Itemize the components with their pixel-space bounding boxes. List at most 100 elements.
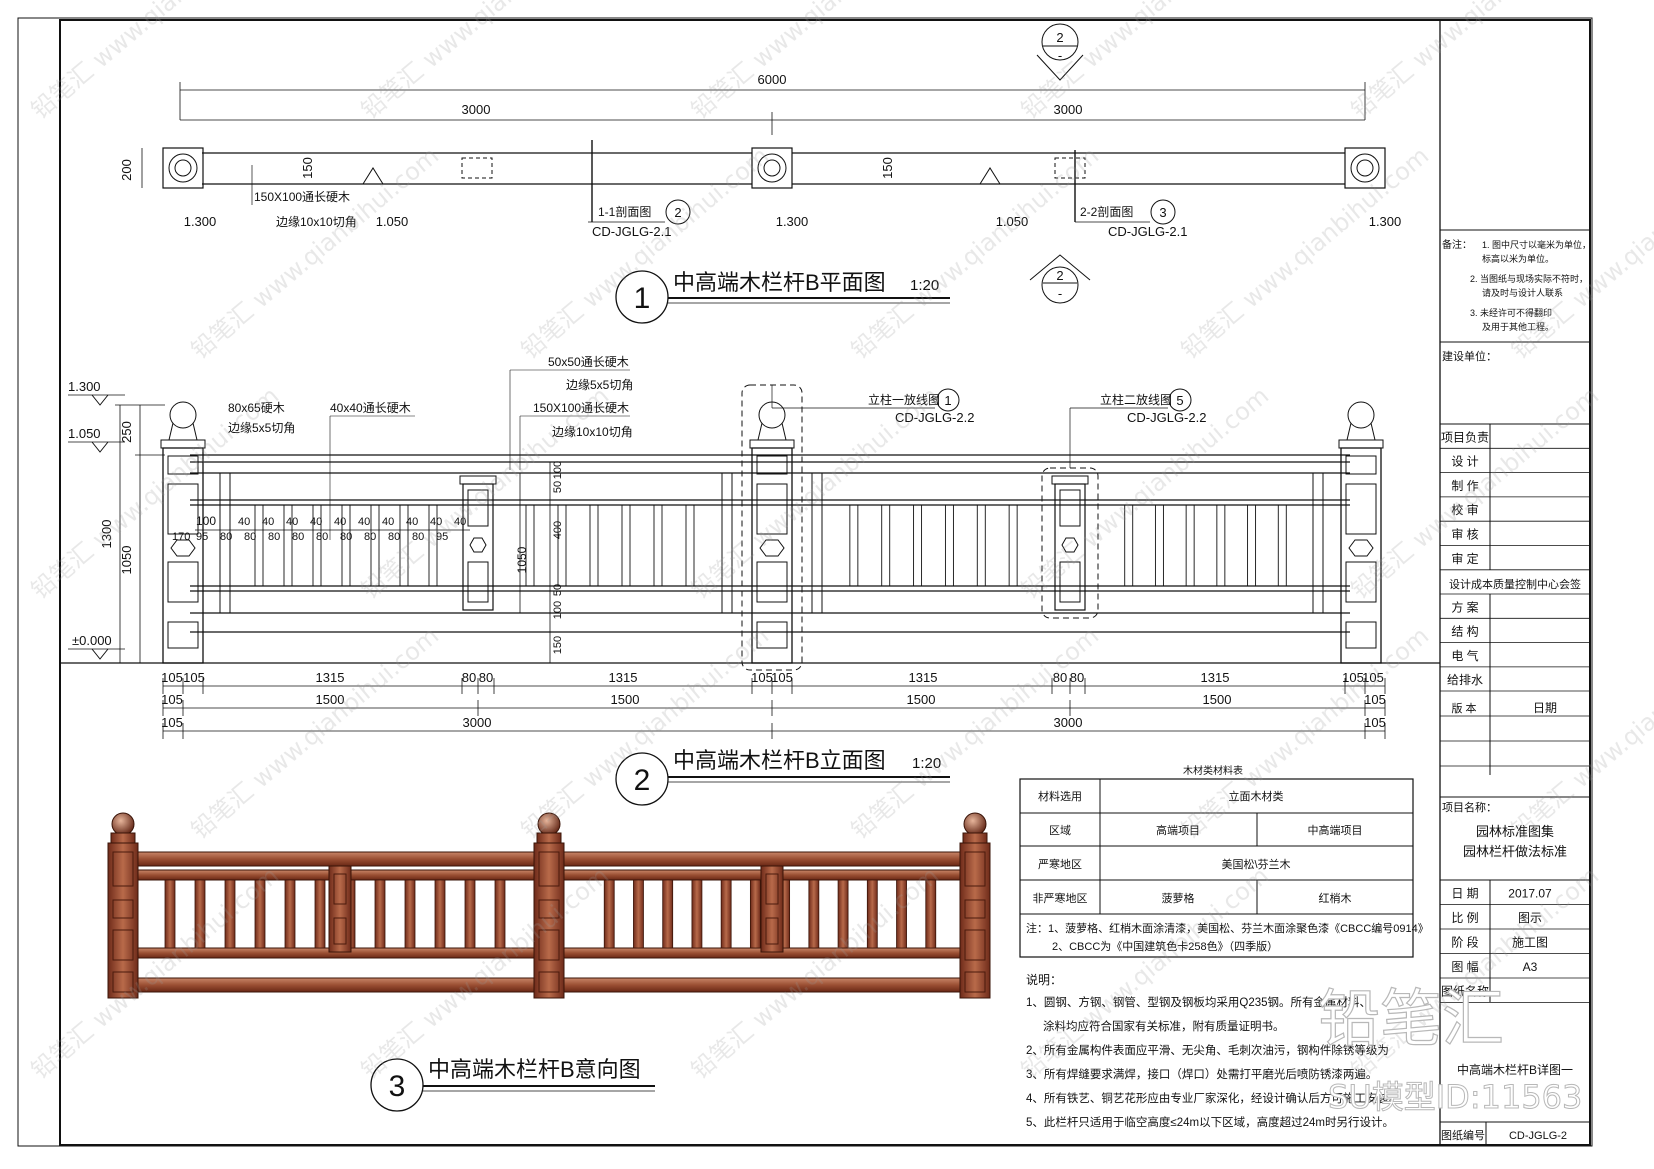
plan-elev-mid-post: 1.300 bbox=[776, 214, 809, 229]
plan-section-ref-2: 2-2剖面图 bbox=[1080, 205, 1133, 219]
general-notes: 说明： 1、圆钢、方钢、钢管、型钢及钢板均采用Q235钢。所有金属材料、 涂料均… bbox=[1026, 972, 1400, 1129]
svg-text:边缘5x5切角: 边缘5x5切角 bbox=[228, 421, 295, 435]
svg-text:2. 当图纸与现场实际不符时，: 2. 当图纸与现场实际不符时， bbox=[1470, 273, 1588, 284]
plan-section-ref-2-code: CD-JGLG-2.1 bbox=[1108, 224, 1187, 239]
render-post bbox=[959, 812, 991, 999]
baluster bbox=[1124, 504, 1134, 587]
tb-role: 设 计 bbox=[1451, 455, 1478, 469]
dim-label: 105 bbox=[161, 692, 183, 707]
render-baluster bbox=[808, 879, 820, 949]
plan-overall-dim: 6000 bbox=[758, 72, 787, 87]
tb-project-2: 园林栏杆做法标准 bbox=[1463, 844, 1567, 859]
render-post bbox=[760, 865, 784, 953]
svg-text:50x50通长硬木: 50x50通长硬木 bbox=[548, 355, 629, 369]
plan-note-rail-2: 边缘10x10切角 bbox=[276, 215, 357, 229]
plan-title: 中高端木栏杆B平面图 bbox=[673, 270, 886, 295]
plan-section-ref-1-num: 2 bbox=[674, 205, 681, 220]
svg-text:铅笔汇 www.qianbihui.com: 铅笔汇 www.qianbihui.com bbox=[846, 622, 1104, 845]
baluster bbox=[944, 504, 954, 587]
main-post bbox=[160, 401, 206, 664]
render-baluster bbox=[749, 879, 761, 949]
svg-text:1. 图中尺寸以毫米为单位，: 1. 图中尺寸以毫米为单位， bbox=[1482, 239, 1591, 250]
dim-label: 1315 bbox=[316, 670, 345, 685]
svg-text:菠萝格: 菠萝格 bbox=[1162, 891, 1195, 905]
baluster bbox=[621, 504, 631, 587]
render-baluster bbox=[925, 879, 937, 949]
tb-info-val: A3 bbox=[1523, 960, 1538, 974]
inner-frame bbox=[59, 19, 1591, 1146]
svg-text:边缘10x10切角: 边缘10x10切角 bbox=[552, 425, 633, 439]
bal-dim-bottom: 80 bbox=[316, 531, 328, 543]
tb-center-label: 设计成本质量控制中心会签 bbox=[1449, 577, 1581, 591]
render-baluster bbox=[314, 879, 326, 949]
svg-text:±0.000: ±0.000 bbox=[72, 633, 112, 648]
svg-text:铅笔汇 www.qianbihui.com: 铅笔汇 www.qianbihui.com bbox=[356, 382, 614, 605]
svg-text:2: 2 bbox=[1056, 30, 1063, 45]
dim-label: 3000 bbox=[1054, 715, 1083, 730]
render-title: 中高端木栏杆B意向图 bbox=[428, 1057, 641, 1082]
dim-label: 105 bbox=[1362, 670, 1384, 685]
svg-text:5、此栏杆只适用于临空高度≤24m以下区域，高度超过24m时: 5、此栏杆只适用于临空高度≤24m以下区域，高度超过24m时另行设计。 bbox=[1026, 1115, 1394, 1129]
baluster bbox=[685, 504, 695, 587]
svg-text:涂料均应符合国家有关标准，附有质量证明书。: 涂料均应符合国家有关标准，附有质量证明书。 bbox=[1043, 1019, 1285, 1033]
svg-text:铅笔汇 www.qianbihui.com: 铅笔汇 www.qianbihui.com bbox=[686, 0, 944, 125]
baluster bbox=[254, 504, 264, 587]
cut-symbol-top: 2 - bbox=[1036, 23, 1084, 81]
render-baluster bbox=[284, 879, 296, 949]
elev-balusters bbox=[254, 504, 1287, 587]
bal-dim-bottom: 95 bbox=[436, 531, 448, 543]
svg-text:1.050: 1.050 bbox=[68, 426, 101, 441]
bal-dim-top: 40 bbox=[286, 516, 298, 528]
vert-dim: 100 bbox=[552, 461, 564, 479]
render-baluster bbox=[374, 879, 386, 949]
svg-text:严寒地区: 严寒地区 bbox=[1038, 857, 1082, 871]
svg-text:3、所有焊缝要求满焊，接口（焊口）处需打平磨光后喷防锈漆两遍: 3、所有焊缝要求满焊，接口（焊口）处需打平磨光后喷防锈漆两遍。 bbox=[1026, 1067, 1377, 1081]
render-title-num: 3 bbox=[389, 1070, 406, 1103]
svg-text:及用于其他工程。: 及用于其他工程。 bbox=[1482, 321, 1554, 332]
svg-text:5: 5 bbox=[1176, 393, 1183, 408]
bal-dim-bottom: 80 bbox=[412, 531, 424, 543]
render-post bbox=[533, 812, 565, 999]
svg-text:材料选用: 材料选用 bbox=[1038, 789, 1082, 803]
svg-text:1.300: 1.300 bbox=[68, 379, 101, 394]
plan-post-right bbox=[1344, 147, 1386, 189]
brand-watermark: 铅笔汇 bbox=[1318, 982, 1504, 1055]
tb-discipline: 结 构 bbox=[1451, 624, 1478, 639]
baluster bbox=[1247, 504, 1257, 587]
plan-span-right: 3000 bbox=[1054, 102, 1083, 117]
dim-label: 105 bbox=[1364, 692, 1386, 707]
svg-text:铅笔汇 www.qianbihui.com: 铅笔汇 www.qianbihui.com bbox=[26, 862, 284, 1085]
tb-client-label: 建设单位： bbox=[1442, 349, 1497, 363]
bal-dim-top: 40 bbox=[406, 516, 418, 528]
tb-discipline: 方 案 bbox=[1451, 599, 1478, 614]
baluster bbox=[370, 504, 380, 587]
dim-label: 1315 bbox=[909, 670, 938, 685]
vert-dim: 100 bbox=[552, 601, 564, 619]
bal-dim-top: 40 bbox=[334, 516, 346, 528]
elev-title: 中高端木栏杆B立面图 bbox=[673, 748, 886, 773]
render-baluster bbox=[464, 879, 476, 949]
svg-text:日期: 日期 bbox=[1533, 701, 1557, 715]
svg-text:美国松\芬兰木: 美国松\芬兰木 bbox=[1221, 857, 1290, 871]
vert-dim: 150 bbox=[552, 636, 564, 654]
svg-text:高端项目: 高端项目 bbox=[1156, 823, 1200, 837]
svg-text:区域: 区域 bbox=[1049, 824, 1071, 837]
svg-text:1: 1 bbox=[944, 393, 951, 408]
elevation-view: 1.300 1.050 ±0.000 250 1300 1050 bbox=[60, 355, 1440, 806]
elev-detail-2: 立柱二放线图 bbox=[1100, 392, 1172, 407]
tb-info-val: 施工图 bbox=[1512, 936, 1548, 950]
baluster bbox=[913, 504, 923, 587]
baluster bbox=[881, 504, 891, 587]
svg-text:40x40通长硬木: 40x40通长硬木 bbox=[330, 401, 411, 415]
svg-text:中高端项目: 中高端项目 bbox=[1308, 823, 1363, 837]
bal-dim-top: 40 bbox=[238, 516, 250, 528]
render-baluster bbox=[254, 879, 266, 949]
svg-text:铅笔汇 www.qianbihui.com: 铅笔汇 www.qianbihui.com bbox=[686, 382, 944, 605]
tb-info-key: 比 例 bbox=[1451, 911, 1478, 925]
dim-label: 80 bbox=[1053, 670, 1067, 685]
svg-text:铅笔汇 www.qianbihui.com: 铅笔汇 www.qianbihui.com bbox=[1016, 0, 1274, 125]
baluster bbox=[1277, 504, 1287, 587]
dim-label: 1500 bbox=[611, 692, 640, 707]
plan-elev-right-rail: 1.050 bbox=[996, 214, 1029, 229]
